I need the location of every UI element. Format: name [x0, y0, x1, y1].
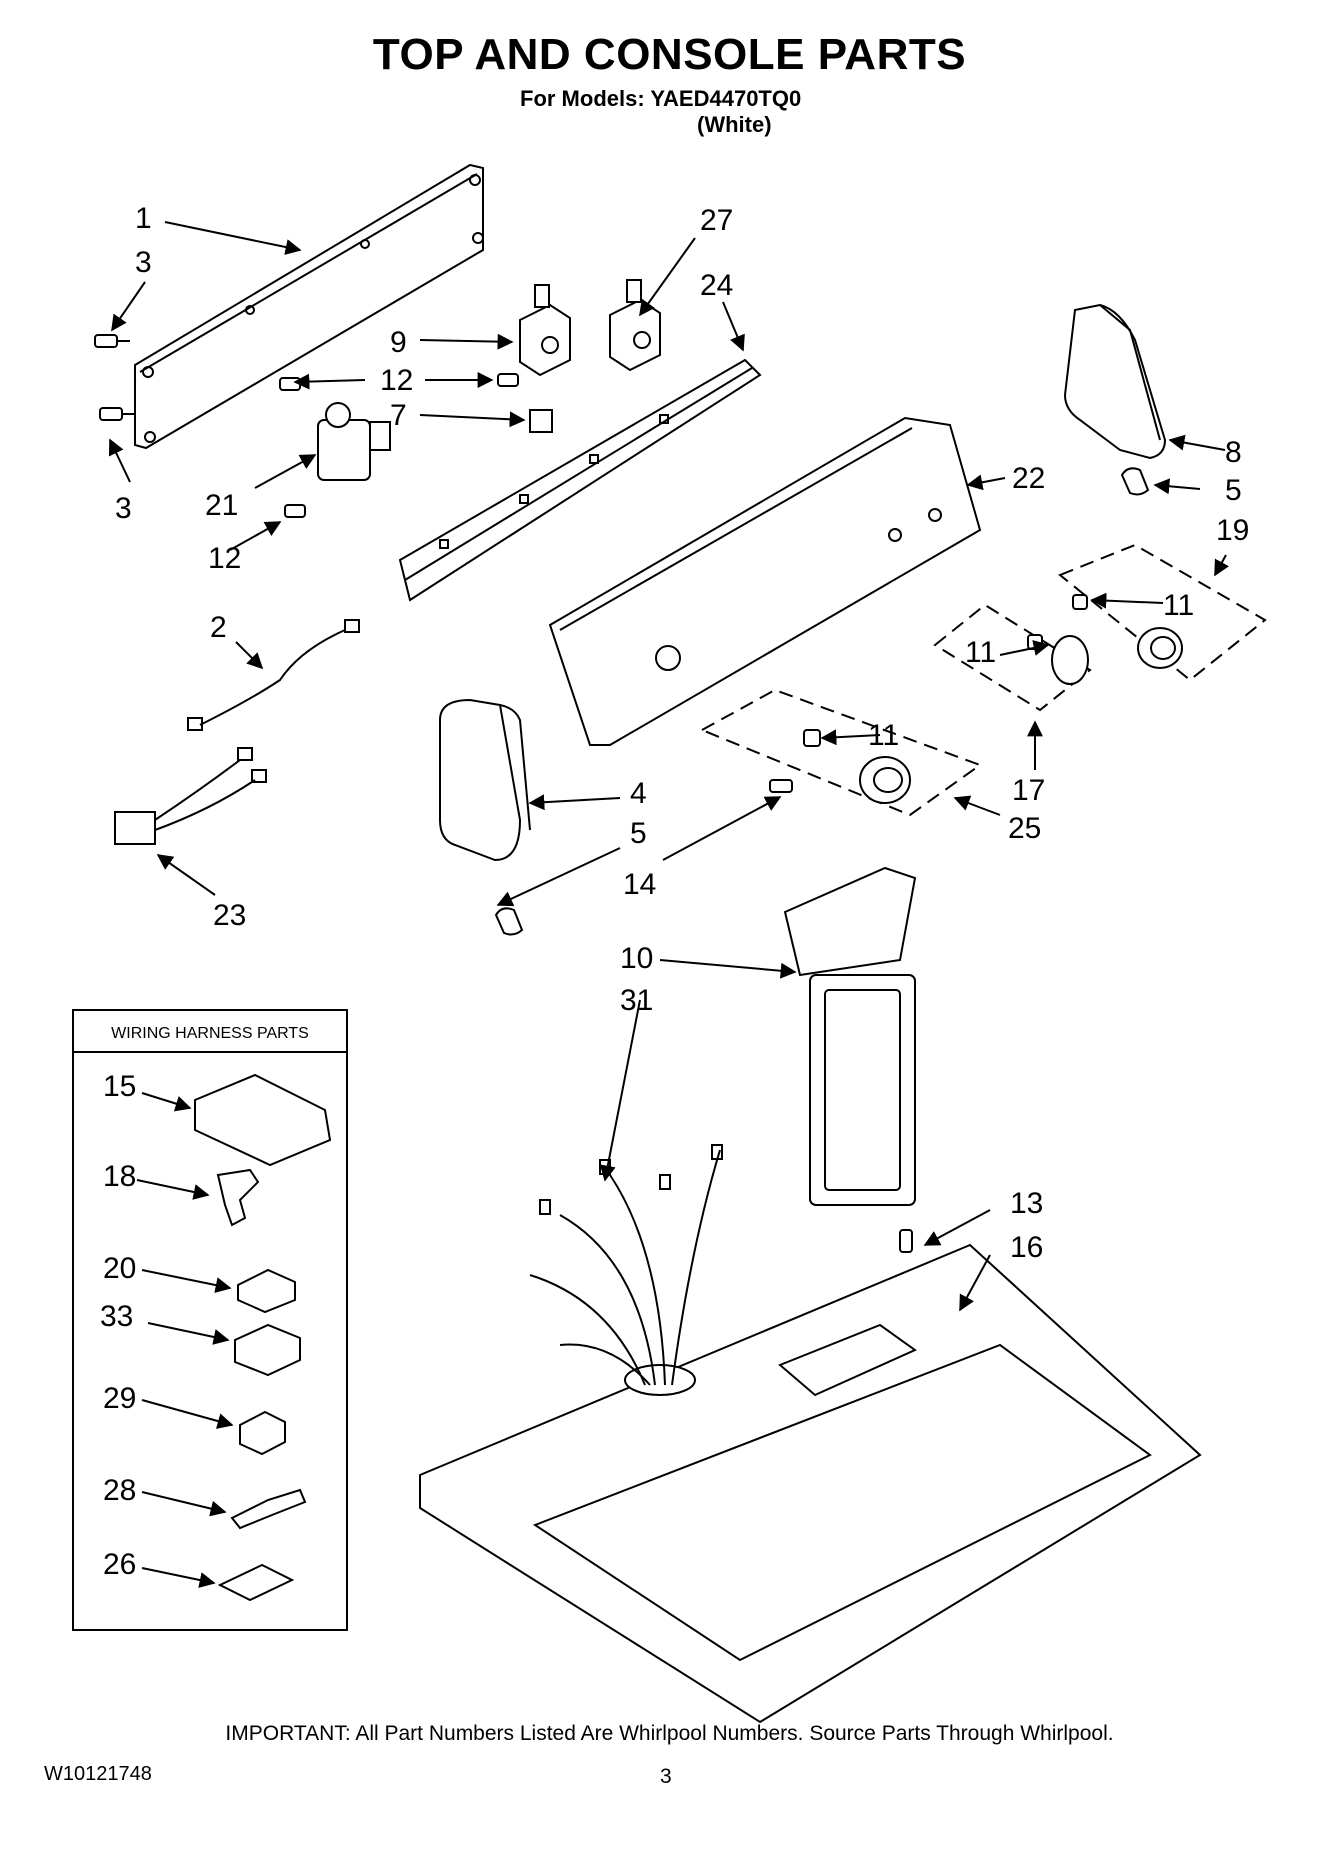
models-line: For Models: YAED4470TQ0 — [520, 86, 802, 111]
screw-icon — [94, 334, 913, 1253]
callout-7: 7 — [390, 399, 407, 432]
callout-27: 27 — [700, 204, 733, 237]
document-number: W10121748 — [44, 1763, 152, 1785]
wiring-harness-box: WIRING HARNESS PARTS 15 18 20 33 29 28 2… — [72, 1009, 348, 1631]
clip-part — [529, 409, 553, 433]
wh-callout-20: 20 — [103, 1252, 136, 1285]
page-title: TOP AND CONSOLE PARTS — [372, 30, 967, 79]
callout-19: 19 — [1216, 514, 1249, 547]
right-endcap-part — [1063, 303, 1167, 460]
top-panel-part — [419, 1243, 1202, 1724]
callout-12: 12 — [208, 542, 241, 575]
console-part — [548, 416, 982, 746]
callout-21: 21 — [205, 489, 238, 522]
callout-14: 14 — [623, 868, 656, 901]
wh-callout-28: 28 — [103, 1474, 136, 1507]
callout-5: 5 — [630, 817, 647, 850]
wh-callout-26: 26 — [103, 1548, 136, 1581]
callout-3: 3 — [135, 246, 152, 279]
callout-31: 31 — [620, 984, 653, 1017]
callout-10: 10 — [620, 942, 653, 975]
wh-callout-29: 29 — [103, 1382, 136, 1415]
callout-24: 24 — [700, 269, 733, 302]
important-note: IMPORTANT: All Part Numbers Listed Are W… — [225, 1722, 1114, 1745]
callout-11: 11 — [965, 636, 996, 669]
wiring-harness-title: WIRING HARNESS PARTS — [111, 1025, 309, 1042]
callout-25: 25 — [1008, 812, 1041, 845]
callout-13: 13 — [1010, 1187, 1043, 1220]
left-endcap-part — [439, 698, 531, 862]
callout-11: 11 — [1163, 589, 1194, 622]
callout-1: 1 — [135, 202, 152, 235]
wh-callout-33: 33 — [100, 1300, 133, 1333]
wire-part — [187, 619, 360, 731]
harness-part — [114, 747, 267, 845]
callout-3: 3 — [115, 492, 132, 525]
wire-bundle-part — [529, 1144, 723, 1386]
callout-23: 23 — [213, 899, 246, 932]
clip-part — [494, 907, 524, 936]
timer-part — [317, 402, 391, 481]
callout-8: 8 — [1225, 436, 1242, 469]
clip-part — [1120, 467, 1150, 496]
callout-17: 17 — [1012, 774, 1045, 807]
page-number: 3 — [660, 1765, 672, 1788]
switch-part — [519, 279, 661, 377]
rear-panel-part — [134, 163, 484, 450]
callout-5: 5 — [1225, 474, 1242, 507]
callout-2: 2 — [210, 611, 227, 644]
knob-part — [803, 594, 1183, 804]
wh-callout-18: 18 — [103, 1160, 136, 1193]
callout-4: 4 — [630, 777, 647, 810]
callout-11: 11 — [868, 719, 899, 752]
color-line: (White) — [697, 112, 772, 137]
callout-9: 9 — [390, 326, 407, 359]
control-bracket-part — [398, 358, 762, 602]
callout-12: 12 — [380, 364, 413, 397]
lint-screen-part — [783, 866, 917, 1206]
wh-callout-15: 15 — [103, 1070, 136, 1103]
callout-16: 16 — [1010, 1231, 1043, 1264]
callout-22: 22 — [1012, 462, 1045, 495]
